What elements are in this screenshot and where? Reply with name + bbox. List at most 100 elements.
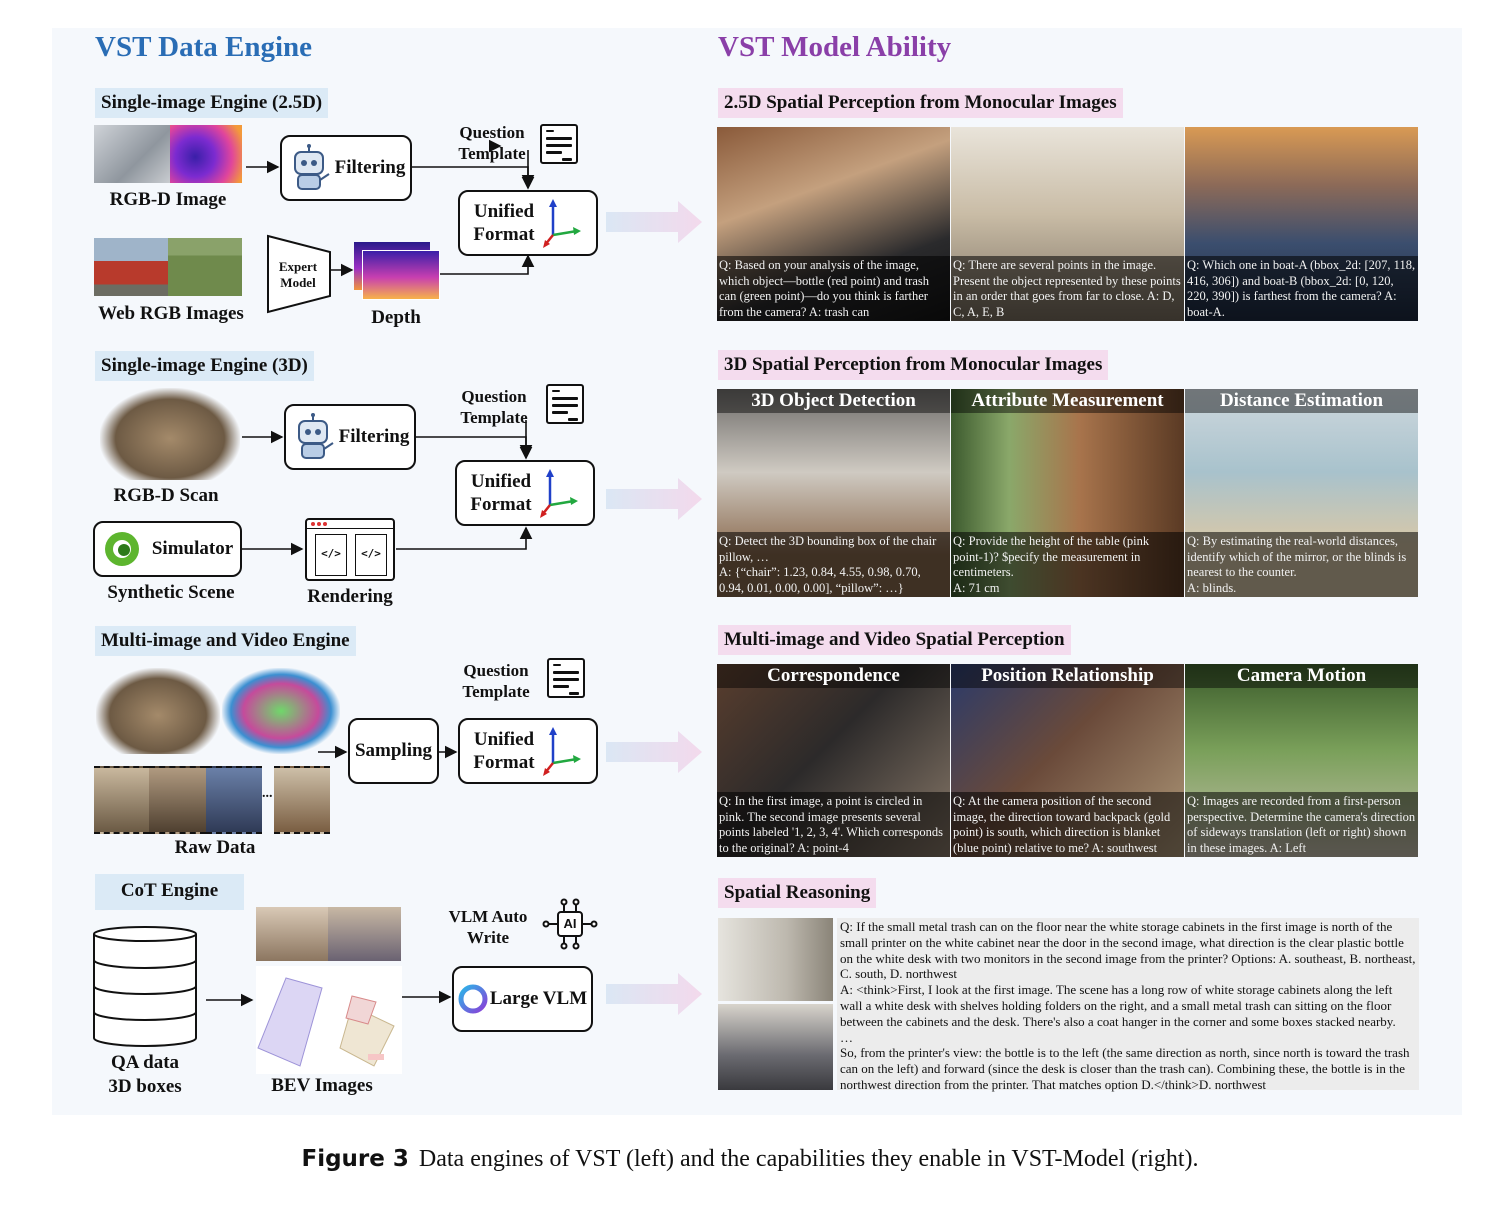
filtering-label-2: Filtering: [338, 426, 410, 447]
scan-image-a: [96, 668, 220, 754]
unified-format-label-3: Unified Format: [473, 729, 535, 773]
axes-icon: [542, 727, 581, 776]
rgbd-depth-image: [170, 125, 242, 183]
ai-chip-icon: AI: [542, 898, 598, 952]
unified-format-box-2: Unified Format: [455, 460, 595, 526]
raw-frame-3: [206, 766, 262, 834]
filtering-box-1: Filtering: [280, 135, 412, 201]
question-template-label-2: Question Template: [460, 387, 528, 427]
ability-3d-title-1: 3D Object Detection: [717, 389, 950, 413]
ability-2-5d-caption-3: Q: Which one in boat-A (bbox_2d: [207, 1…: [1185, 256, 1418, 321]
ability-multi-image-1: Correspondence Q: In the first image, a …: [717, 664, 950, 857]
ability-3d-caption-3: Q: By estimating the real-world distance…: [1185, 532, 1418, 597]
ability-3d-title-2: Attribute Measurement: [951, 389, 1184, 413]
ability-multi-caption-3: Q: Images are recorded from a first-pers…: [1185, 792, 1418, 857]
scan-image-b: [222, 668, 340, 754]
rgbd-color-image: [94, 125, 170, 183]
question-template-label-3: Question Template: [462, 661, 530, 701]
rgbd-scan-caption: RGB-D Scan: [113, 485, 219, 506]
sampling-box: Sampling: [348, 718, 439, 784]
flow-arrow-4: [606, 973, 702, 1015]
expert-model-label: Expert Model: [278, 259, 318, 290]
figure-caption-text: Data engines of VST (left) and the capab…: [418, 1146, 1199, 1172]
ability-3d-image-3: Distance Estimation Q: By estimating the…: [1185, 389, 1418, 597]
rgbd-image-caption: RGB-D Image: [109, 189, 227, 210]
left-title: VST Data Engine: [95, 31, 313, 63]
ability-multi-title-2: Position Relationship: [951, 664, 1184, 688]
ability-multi-caption-2: Q: At the camera position of the second …: [951, 792, 1184, 857]
reasoning-image-1: [718, 918, 833, 1001]
simulator-label: Simulator: [151, 538, 234, 559]
rgbd-scan-image: [100, 388, 240, 480]
unified-format-label-1: Unified Format: [473, 201, 535, 245]
large-vlm-box: Large VLM: [452, 966, 593, 1032]
engine-label-2-5d: Single-image Engine (2.5D): [95, 88, 329, 118]
synthetic-scene-caption: Synthetic Scene: [107, 582, 235, 603]
ability-3d-caption-2: Q: Provide the height of the table (pink…: [951, 532, 1184, 597]
unified-format-label-2: Unified Format: [470, 471, 532, 515]
unified-format-box-1: Unified Format: [458, 190, 598, 256]
question-template-icon-3: [547, 658, 585, 698]
reasoning-answer-end: So, from the printer's view: the bottle …: [840, 1045, 1413, 1092]
sampling-label: Sampling: [354, 740, 433, 761]
reasoning-answer-start: A: <think>First, I look at the first ima…: [840, 982, 1396, 1029]
ability-3d-caption-1: Q: Detect the 3D bounding box of the cha…: [717, 532, 950, 597]
right-title: VST Model Ability: [718, 31, 952, 63]
bev-diagram: [256, 966, 402, 1074]
axes-icon: [542, 199, 581, 248]
reasoning-image-2: [718, 1004, 833, 1090]
ability-2-5d-caption-1: Q: Based on your analysis of the image, …: [717, 256, 950, 321]
vlm-auto-write-label: VLM Auto Write: [448, 907, 528, 947]
web-rgb-image-bus: [94, 238, 168, 296]
flow-arrow-3: [606, 731, 702, 773]
ai-chip-label: AI: [563, 916, 577, 931]
question-template-icon-1: [540, 124, 578, 164]
ability-multi-caption-1: Q: In the first image, a point is circle…: [717, 792, 950, 857]
filtering-box-2: Filtering: [284, 404, 416, 470]
ability-multi-title-3: Camera Motion: [1185, 664, 1418, 688]
reasoning-question: Q: If the small metal trash can on the f…: [840, 919, 1419, 982]
raw-frame-4: [274, 766, 330, 834]
raw-data-caption: Raw Data: [174, 837, 256, 858]
unified-format-box-3: Unified Format: [458, 718, 598, 784]
ability-label-3d: 3D Spatial Perception from Monocular Ima…: [718, 350, 1109, 380]
ability-2-5d-image-3: Q: Which one in boat-A (bbox_2d: [207, 1…: [1185, 127, 1418, 321]
depth-map-front: [362, 250, 440, 300]
code-file-icon: </>: [355, 534, 387, 576]
engine-label-cot: CoT Engine: [95, 874, 244, 910]
ability-2-5d-image-1: Q: Based on your analysis of the image, …: [717, 127, 950, 321]
ability-multi-title-1: Correspondence: [717, 664, 950, 688]
figure-caption: Figure 3 Data engines of VST (left) and t…: [0, 1146, 1500, 1173]
code-file-icon: </>: [315, 534, 347, 576]
bev-photo-2: [328, 907, 401, 961]
raw-frame-1: [94, 766, 149, 834]
web-rgb-image-zebra: [168, 238, 242, 296]
bev-boxes-icon: [257, 977, 395, 1067]
large-vlm-label: Large VLM: [489, 988, 588, 1009]
reasoning-text: Q: If the small metal trash can on the f…: [837, 918, 1419, 1092]
raw-frame-2: [149, 766, 206, 834]
ability-3d-image-1: 3D Object Detection Q: Detect the 3D bou…: [717, 389, 950, 597]
axes-icon: [539, 469, 578, 518]
simulator-logo-icon: [104, 532, 139, 566]
ability-2-5d-image-2: Q: There are several points in the image…: [951, 127, 1184, 321]
bev-photo-1: [256, 907, 328, 961]
ability-multi-image-3: Camera Motion Q: Images are recorded fro…: [1185, 664, 1418, 857]
reasoning-ellipsis: …: [840, 1029, 853, 1045]
ellipsis-label: ...: [262, 786, 273, 801]
robot-icon: [293, 144, 330, 190]
flow-arrow-2: [606, 478, 702, 520]
bev-images-caption: BEV Images: [271, 1075, 373, 1096]
flow-arrow-1: [606, 201, 702, 243]
ability-label-multi: Multi-image and Video Spatial Perception: [718, 625, 1071, 655]
filtering-label-1: Filtering: [334, 157, 406, 178]
engine-label-3d: Single-image Engine (3D): [95, 351, 314, 381]
ability-label-2-5d: 2.5D Spatial Perception from Monocular I…: [718, 88, 1123, 118]
database-icon: [93, 926, 197, 1047]
simulator-box: Simulator: [93, 521, 242, 577]
expert-model-trapezoid: [267, 234, 331, 314]
web-rgb-caption: Web RGB Images: [98, 303, 244, 324]
figure-label: Figure 3: [301, 1146, 409, 1172]
depth-caption: Depth: [371, 307, 421, 328]
ability-2-5d-caption-2: Q: There are several points in the image…: [951, 256, 1184, 321]
